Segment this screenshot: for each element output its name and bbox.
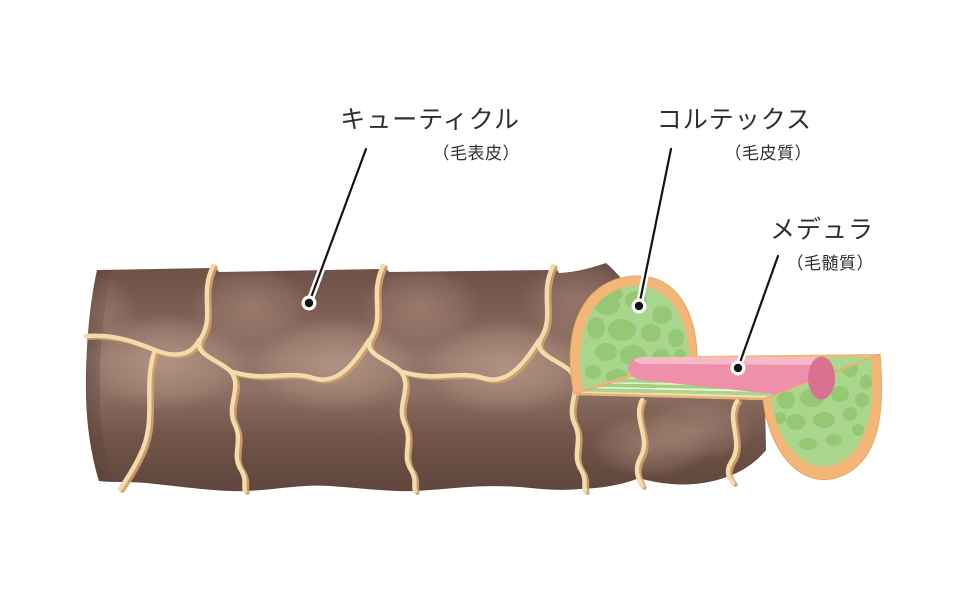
scale-highlights xyxy=(85,263,755,482)
medulla-label-text: メデュラ xyxy=(769,215,874,244)
cuticle-sublabel-text: （毛表皮） xyxy=(432,143,520,164)
label-cortex: コルテックス （毛皮質） xyxy=(657,106,812,164)
label-medulla: メデュラ （毛髄質） xyxy=(770,216,874,274)
cuticle-leader-line xyxy=(307,147,368,305)
cortex-sublabel-text: （毛皮質） xyxy=(724,143,812,164)
label-cuticle: キューティクル （毛表皮） xyxy=(340,106,520,164)
leader-lines xyxy=(301,145,782,376)
cortex-label-text: コルテックス xyxy=(656,105,812,134)
medulla-end-cap xyxy=(808,356,835,400)
medulla-leader-line xyxy=(736,254,780,370)
cuticle-label-text: キューティクル xyxy=(340,105,520,134)
medulla-rod xyxy=(628,357,821,399)
medulla-sublabel-text: （毛髄質） xyxy=(786,253,874,274)
cortex-end-section xyxy=(762,353,883,480)
leader-dots xyxy=(301,295,746,376)
cortex-leader-line xyxy=(637,147,673,308)
hair-shaft-body xyxy=(85,263,766,492)
